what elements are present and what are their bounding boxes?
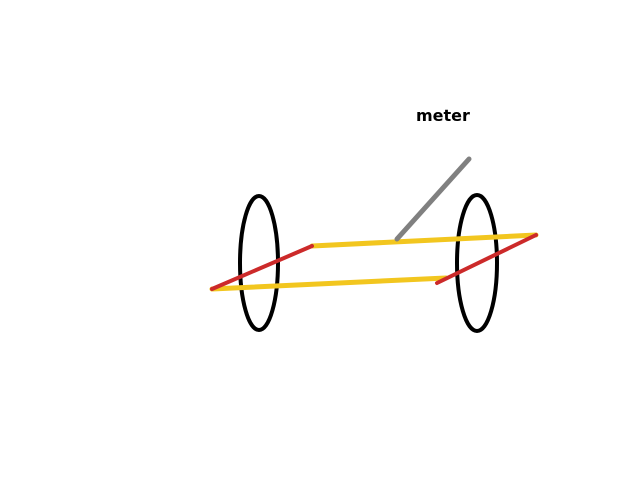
back-rail	[309, 232, 539, 249]
meter-pointer-line	[394, 156, 472, 242]
front-rail	[209, 275, 449, 292]
meter-label: meter	[416, 106, 470, 125]
right-coil	[455, 193, 499, 333]
right-crossbar	[435, 233, 538, 285]
left-coil	[238, 194, 280, 332]
left-crossbar	[210, 244, 314, 291]
